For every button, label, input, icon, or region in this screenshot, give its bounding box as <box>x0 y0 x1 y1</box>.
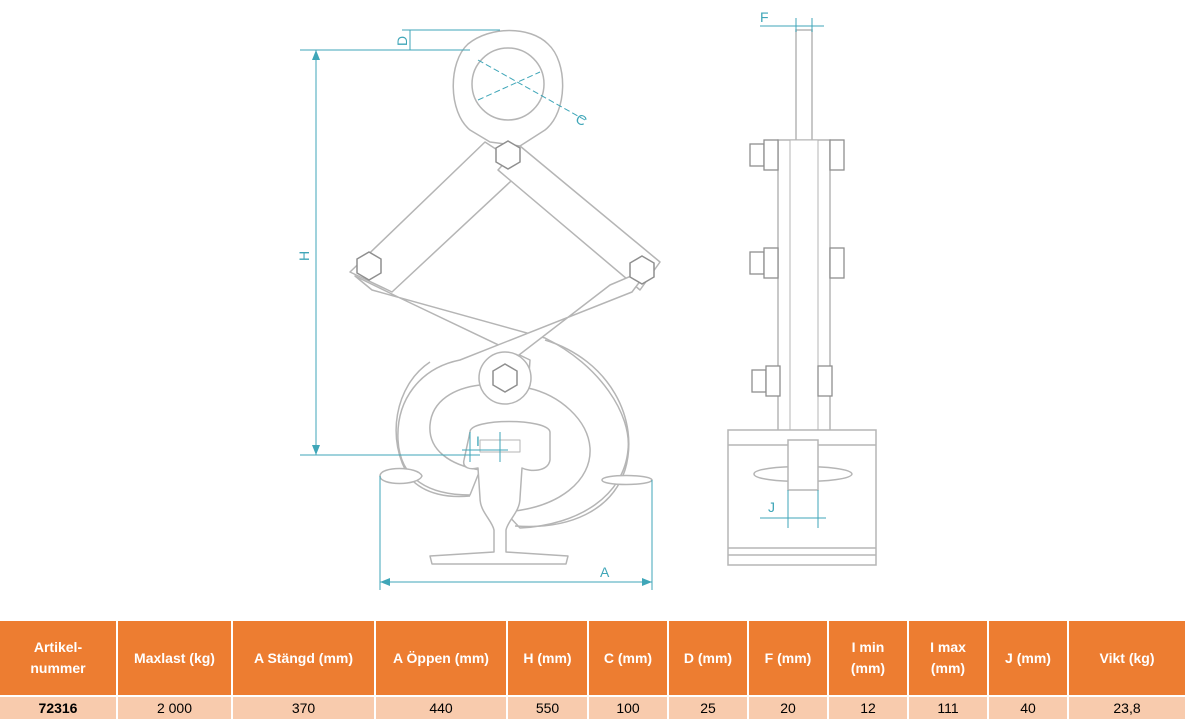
right-pad <box>601 474 653 486</box>
cell-c: 100 <box>589 695 669 719</box>
header-j: J (mm) <box>989 621 1069 695</box>
cell-h: 550 <box>508 695 589 719</box>
header-i-max: I max (mm) <box>909 621 989 695</box>
header-article-number: Artikel- nummer <box>0 621 118 695</box>
label-c: C <box>573 110 590 129</box>
header-a-open: A Öppen (mm) <box>376 621 508 695</box>
label-d: D <box>394 36 410 46</box>
bolt-right <box>629 255 655 285</box>
label-h: H <box>296 251 312 261</box>
header-a-closed: A Stängd (mm) <box>233 621 376 695</box>
bolt-center <box>492 363 518 393</box>
lifting-clamp-drawing: D H C I A F J <box>296 9 877 590</box>
label-f: F <box>760 9 769 25</box>
cell-a-closed: 370 <box>233 695 376 719</box>
label-a: A <box>600 564 610 580</box>
lower-jaw-right <box>354 275 630 529</box>
cell-j: 40 <box>989 695 1069 719</box>
cell-weight: 23,8 <box>1069 695 1185 719</box>
header-weight: Vikt (kg) <box>1069 621 1185 695</box>
cell-f: 20 <box>749 695 829 719</box>
header-max-load: Maxlast (kg) <box>118 621 233 695</box>
header-d: D (mm) <box>669 621 749 695</box>
right-hook-shell <box>514 339 630 528</box>
left-pad <box>379 467 423 485</box>
bolt-left <box>356 251 382 281</box>
label-i: I <box>476 433 480 449</box>
cell-article-number: 72316 <box>0 695 118 719</box>
rail-profile <box>429 420 569 565</box>
cell-i-min: 12 <box>829 695 909 719</box>
eye-hole <box>471 47 545 121</box>
spec-table: Artikel- nummer Maxlast (kg) A Stängd (m… <box>0 621 1185 719</box>
table-header-row: Artikel- nummer Maxlast (kg) A Stängd (m… <box>0 621 1185 695</box>
lower-jaw-left <box>397 267 651 496</box>
cell-d: 25 <box>669 695 749 719</box>
bolt-top <box>495 140 521 170</box>
header-h: H (mm) <box>508 621 589 695</box>
table-row: 72316 2 000 370 440 550 100 25 20 12 111… <box>0 695 1185 719</box>
label-j: J <box>768 499 775 515</box>
header-f: F (mm) <box>749 621 829 695</box>
header-i-min: I min (mm) <box>829 621 909 695</box>
header-c: C (mm) <box>589 621 669 695</box>
cell-max-load: 2 000 <box>118 695 233 719</box>
cell-a-open: 440 <box>376 695 508 719</box>
cell-i-max: 111 <box>909 695 989 719</box>
